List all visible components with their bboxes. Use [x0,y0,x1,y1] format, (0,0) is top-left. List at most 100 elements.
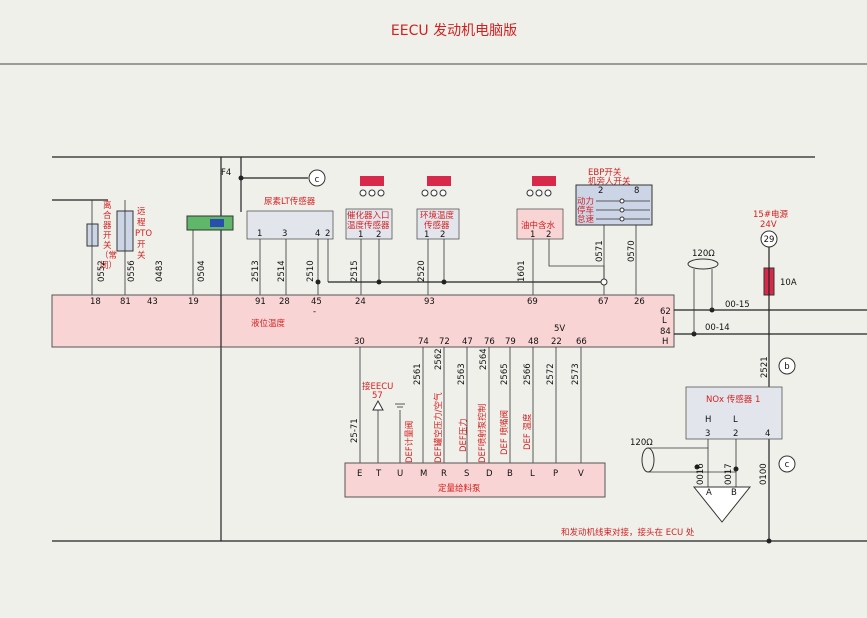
svg-text:L: L [733,415,738,425]
svg-text:（常: （常 [100,250,117,261]
svg-text:闭）: 闭） [100,260,117,271]
svg-text:1601: 1601 [517,260,527,282]
urea-lt-sensor [246,210,334,240]
resistor-bottom-label: 120Ω [630,438,653,448]
svg-text:DEF 喷嘴阀: DEF 喷嘴阀 [499,410,510,455]
svg-text:91: 91 [255,297,266,307]
water-oil-connector-icon [526,176,556,197]
catalyst-temp-sensor [345,208,393,240]
svg-text:DEF 温度: DEF 温度 [522,413,533,450]
svg-text:0504: 0504 [197,260,207,282]
svg-text:2563: 2563 [457,363,467,385]
bottom-wire-numbers: 25-71 2561 2562 2563 2564 2565 2566 2572… [350,348,581,443]
svg-text:2: 2 [376,230,381,240]
svg-text:停车: 停车 [577,205,594,216]
svg-text:2: 2 [325,229,330,239]
svg-text:67: 67 [598,297,609,307]
svg-text:2564: 2564 [479,348,489,370]
svg-text:关: 关 [137,250,146,261]
svg-text:2: 2 [440,230,445,240]
svg-text:8: 8 [634,186,639,196]
svg-text:-: - [313,307,316,317]
svg-text:D: D [486,469,493,479]
clutch-switch-symbol [86,223,99,247]
ebp-switch-label: EBP开关 [588,167,622,178]
ecu-right-pins: 62 L 84 H [660,307,671,347]
svg-text:P: P [553,469,558,479]
svg-text:76: 76 [484,337,495,347]
svg-text:2521: 2521 [760,356,770,378]
ebp-rows: 动力 停车 怠速 [577,196,650,225]
svg-text:1: 1 [424,230,429,240]
svg-text:油中含水: 油中含水 [521,220,556,231]
ecu-block [51,294,675,348]
svg-text:远: 远 [137,207,146,217]
svg-text:2513: 2513 [251,260,261,282]
svg-text:b: b [784,362,789,372]
svg-text:0016: 0016 [696,463,706,485]
wire-00-14: 00-14 [705,323,730,333]
dosing-pump-label: 定量给料泵 [438,483,481,494]
fuse-label: 10A [780,278,797,288]
svg-text:24V: 24V [760,220,777,230]
svg-text:2515: 2515 [350,260,360,282]
svg-text:4: 4 [765,429,770,439]
power-15-label: 15#电源 [753,209,788,220]
svg-text:93: 93 [424,297,435,307]
svg-text:0571: 0571 [595,240,605,262]
five-v-label: 5V [554,324,565,334]
svg-text:72: 72 [439,337,450,347]
svg-text:0017: 0017 [724,463,734,485]
connector-c-top [308,169,326,187]
svg-text:0570: 0570 [627,240,637,262]
svg-text:3: 3 [282,229,287,239]
svg-text:19: 19 [188,297,199,307]
svg-text:L: L [530,469,535,479]
svg-text:79: 79 [505,337,516,347]
svg-text:29: 29 [764,235,775,245]
wire-00-15: 00-15 [725,300,750,310]
svg-text:2520: 2520 [417,260,427,282]
svg-text:催化器入口: 催化器入口 [347,210,390,221]
ambient-connector-icon [421,176,451,197]
ground-symbol-a [372,399,384,411]
svg-text:E: E [357,469,362,479]
svg-text:H: H [662,337,668,347]
svg-text:A: A [706,488,712,498]
svg-text:2565: 2565 [500,363,510,385]
water-in-oil-sensor [516,208,564,240]
svg-text:B: B [507,469,513,479]
catalyst-connector-icon [359,176,385,197]
svg-text:DEF罐空压力/空气: DEF罐空压力/空气 [433,392,444,463]
ecu-bottom-pins: 30 74 72 47 76 79 48 22 66 [354,337,587,347]
ambient-temp-sensor [416,208,460,240]
svg-text:24: 24 [355,297,366,307]
svg-text:离: 离 [103,200,112,211]
svg-text:69: 69 [527,297,538,307]
dosing-pump [344,462,606,498]
connector-b [778,357,796,375]
svg-text:43: 43 [147,297,158,307]
svg-text:74: 74 [418,337,429,347]
svg-text:NOx 传感器 1: NOx 传感器 1 [706,394,760,405]
svg-text:2572: 2572 [546,363,556,385]
svg-text:PTO: PTO [135,229,152,239]
svg-text:开: 开 [137,240,146,250]
connector-c-label: c [315,175,320,185]
svg-text:2562: 2562 [434,348,444,370]
svg-text:开: 开 [103,231,112,241]
ecu-top-pins: 18 81 43 19 91 28 45 24 93 69 67 26 [90,297,645,307]
clutch-switch-label: 离 合 器 开 关 （常 闭） [100,200,117,271]
svg-text:2510: 2510 [306,260,316,282]
svg-text:L: L [662,316,667,326]
svg-text:H: H [705,415,711,425]
nox-connector-triangle [692,486,752,523]
svg-text:48: 48 [528,337,539,347]
svg-text:S: S [464,469,469,479]
svg-text:3: 3 [705,429,710,439]
svg-text:R: R [441,469,447,479]
svg-text:2566: 2566 [523,363,533,385]
svg-text:22: 22 [551,337,562,347]
